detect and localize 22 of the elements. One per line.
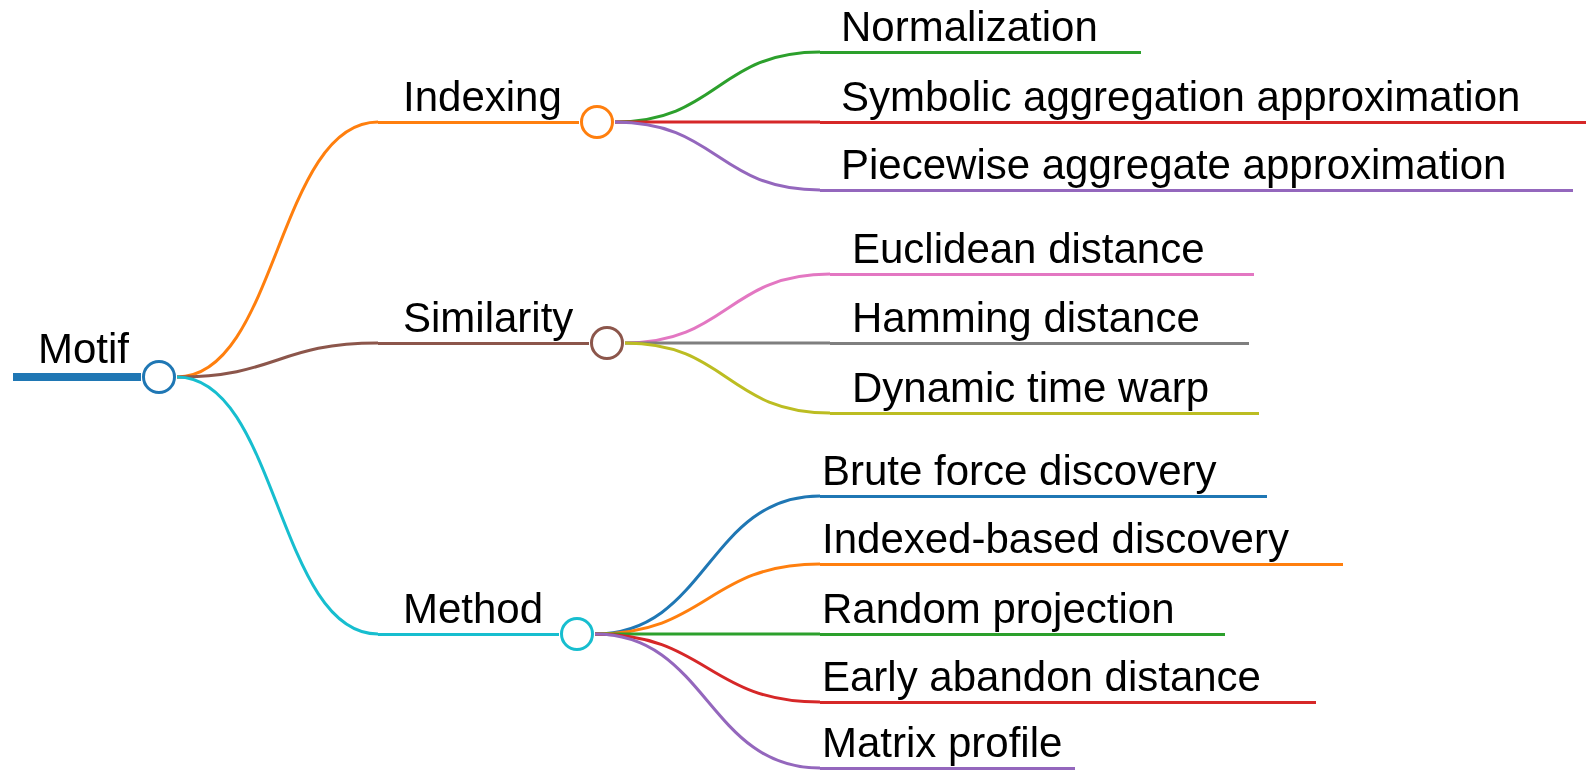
topic-label: Euclidean distance: [830, 224, 1254, 276]
branch-connector: [594, 632, 821, 770]
branch-connector: [176, 375, 379, 636]
topic-label: Indexed-based discovery: [820, 514, 1343, 566]
topic-label: Early abandon distance: [820, 652, 1316, 704]
topic-label: Hamming distance: [830, 293, 1249, 345]
topic-label: Matrix profile: [820, 718, 1075, 770]
topic-label: Similarity: [378, 293, 589, 345]
topic-label: Method: [378, 584, 559, 636]
topic-label: Indexing: [378, 72, 579, 124]
topic-label: Piecewise aggregate approximation: [820, 140, 1573, 192]
branch-connector: [624, 272, 831, 345]
branch-connector: [614, 50, 821, 124]
topic-label: Normalization: [820, 2, 1141, 54]
topic-label: Symbolic aggregation approximation: [820, 72, 1586, 124]
branch-connector: [176, 341, 379, 379]
branch-connector: [624, 341, 831, 415]
topic-label: Random projection: [820, 584, 1225, 636]
topic-label: Brute force discovery: [820, 446, 1267, 498]
topic-label: Dynamic time warp: [830, 363, 1259, 415]
branch-connector: [614, 120, 821, 192]
branch-connector: [594, 562, 821, 636]
